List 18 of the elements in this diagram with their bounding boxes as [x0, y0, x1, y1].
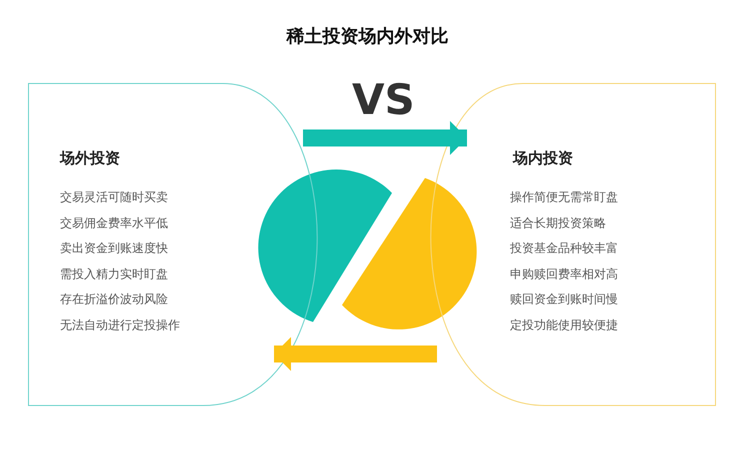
list-item: 无法自动进行定投操作: [60, 316, 180, 334]
arrow: [303, 121, 467, 155]
list-item: 存在折溢价波动风险: [60, 291, 168, 308]
list-item: 赎回资金到账时间慢: [510, 291, 618, 308]
list-item: 交易佣金费率水平低: [60, 214, 168, 232]
list-item: 适合长期投资策略: [510, 214, 606, 232]
list-item: 定投功能使用较便捷: [510, 316, 618, 334]
list-item: 操作简便无需常盯盘: [510, 189, 618, 206]
list-item: 投资基金品种较丰富: [510, 240, 618, 257]
panel-heading: 场外投资: [60, 149, 120, 168]
list-item: 卖出资金到账速度快: [60, 240, 168, 257]
panel-heading: 场内投资: [513, 149, 573, 168]
list-item: 申购赎回费率相对高: [510, 266, 618, 282]
list-item: 交易灵活可随时买卖: [60, 189, 168, 206]
arrow: [274, 337, 437, 371]
title: 稀土投资场内外对比: [285, 25, 450, 48]
list-item: 需投入精力实时盯盘: [60, 266, 168, 282]
vs-label: VS: [352, 76, 415, 124]
